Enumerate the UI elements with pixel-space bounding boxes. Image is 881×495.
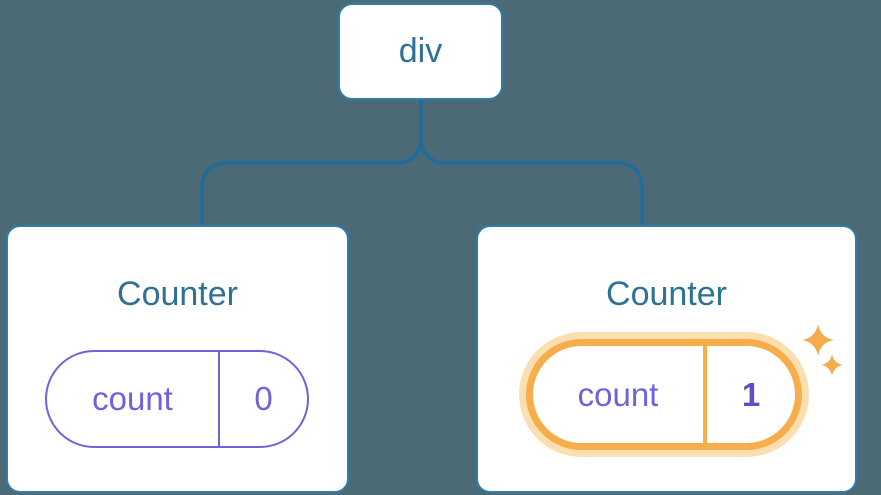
state-value: 0: [254, 380, 273, 417]
sparkle-large: [802, 324, 834, 356]
state-value: 1: [741, 375, 761, 413]
component-title: Counter: [117, 275, 238, 313]
sparkles-icon: [802, 324, 843, 376]
state-divider: [703, 346, 707, 443]
root-node-label: div: [398, 32, 443, 70]
state-label: count: [92, 380, 173, 417]
state-divider: [218, 352, 220, 446]
state-pill: count 0: [45, 350, 309, 448]
state-pill-highlighted: count 1: [526, 339, 802, 450]
connector-left-branch: [200, 98, 423, 228]
connector-right-branch: [419, 98, 644, 228]
sparkle-small: [821, 354, 843, 376]
state-label: count: [577, 375, 659, 413]
counter-card-left: Counter count 0: [6, 225, 349, 493]
root-node: div: [338, 3, 503, 100]
component-title: Counter: [606, 275, 727, 313]
counter-card-right: Counter count 1: [476, 225, 857, 493]
